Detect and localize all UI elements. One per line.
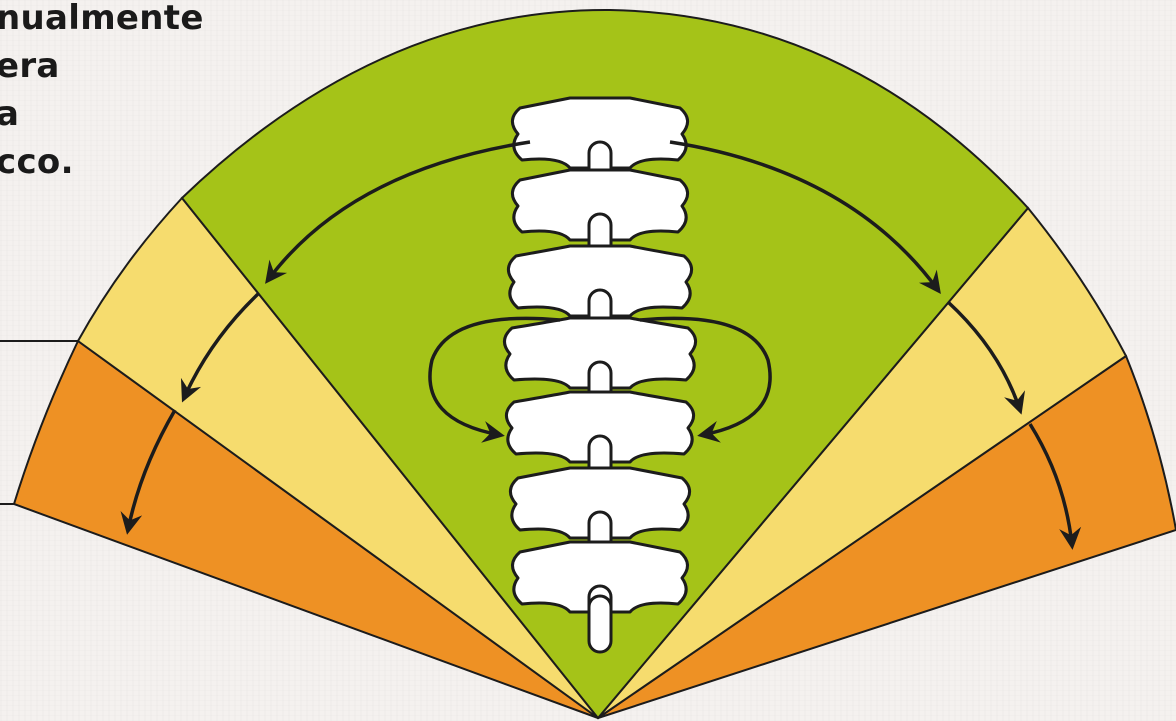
vertebral-column-icon xyxy=(504,98,695,652)
spinous-process xyxy=(589,596,611,652)
